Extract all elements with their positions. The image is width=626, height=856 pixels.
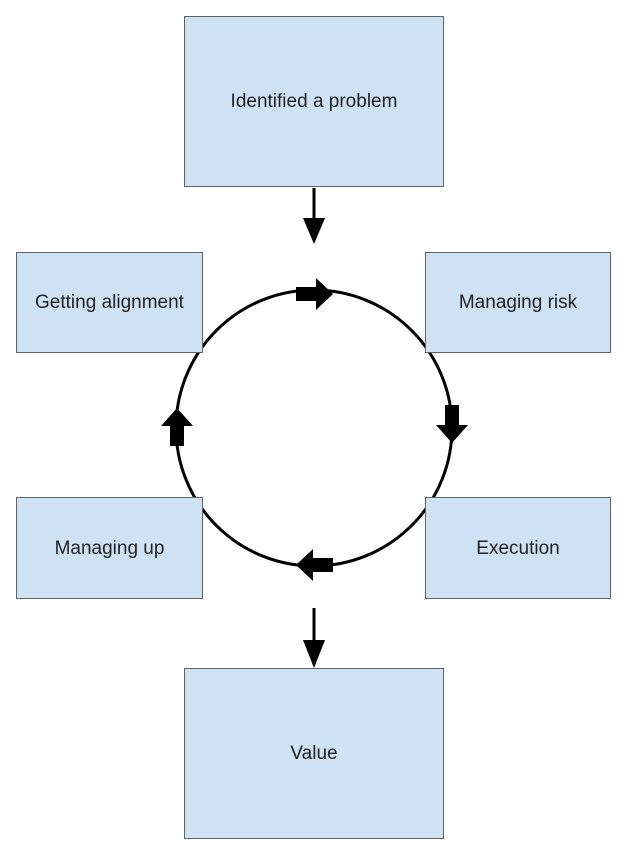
arrow-up-icon xyxy=(161,408,193,446)
node-execution: Execution xyxy=(425,497,611,599)
node-identified-problem-label: Identified a problem xyxy=(230,91,398,112)
node-managing-risk: Managing risk xyxy=(425,252,611,353)
node-managing-risk-label: Managing risk xyxy=(458,292,578,313)
node-value-label: Value xyxy=(290,743,338,764)
node-identified-problem: Identified a problem xyxy=(184,16,444,187)
node-execution-label: Execution xyxy=(476,537,560,559)
cycle-circle xyxy=(174,288,454,568)
node-managing-up-label: Managing up xyxy=(54,537,165,559)
node-getting-alignment-label: Getting alignment xyxy=(35,292,184,313)
arrow-down-icon xyxy=(436,405,468,443)
node-managing-up: Managing up xyxy=(16,497,203,599)
arrow-left-icon xyxy=(296,549,333,581)
exit-arrow xyxy=(303,608,325,668)
node-value: Value xyxy=(184,668,444,839)
node-getting-alignment: Getting alignment xyxy=(16,252,203,353)
entry-arrow xyxy=(303,188,325,244)
arrow-right-icon xyxy=(296,278,333,310)
